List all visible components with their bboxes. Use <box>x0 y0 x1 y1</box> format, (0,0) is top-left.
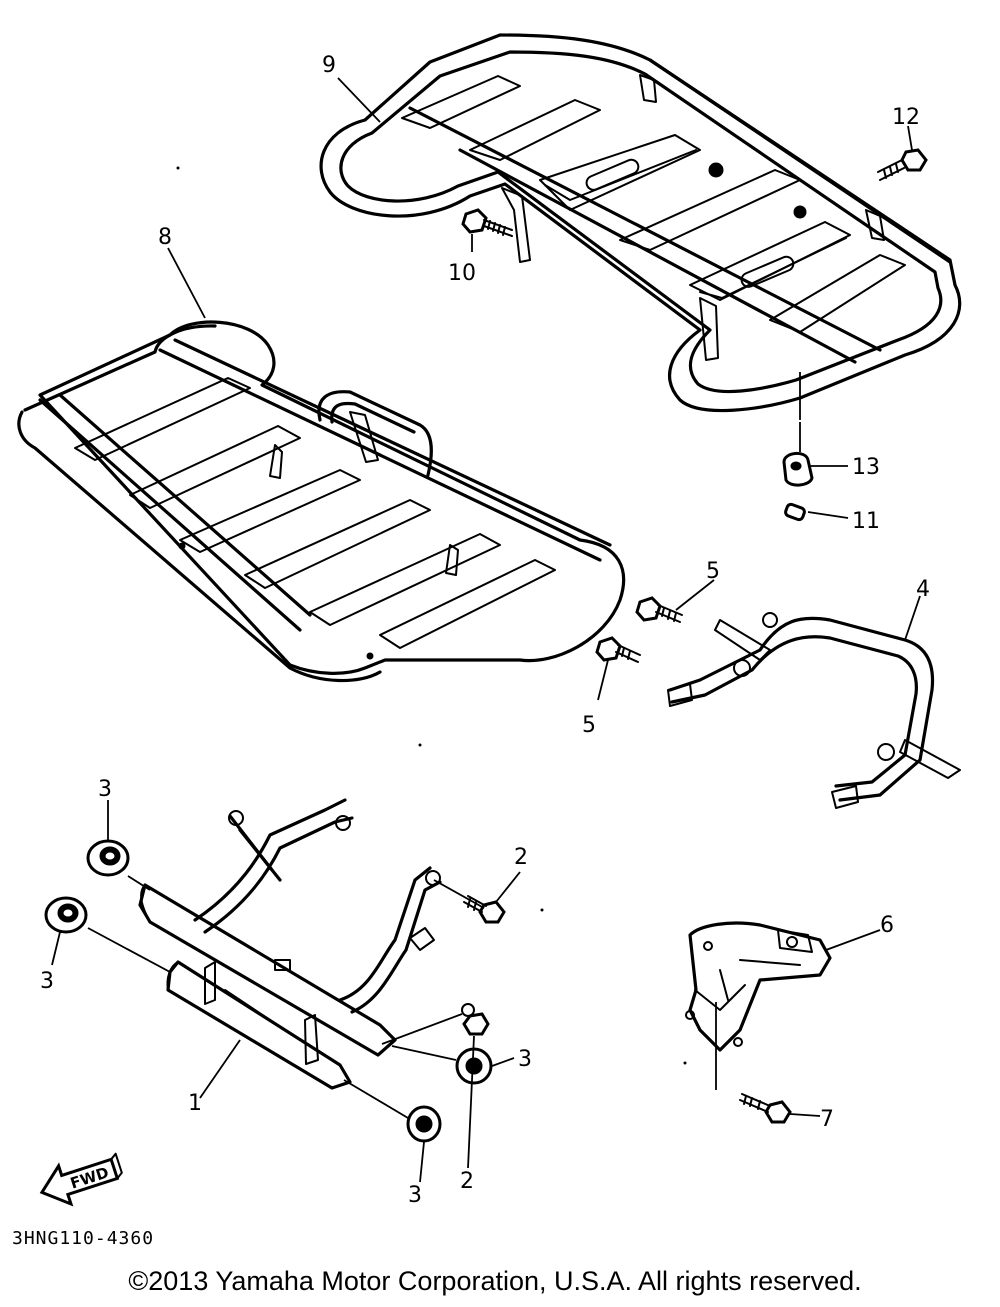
callout-3-top-left: 3 <box>98 777 112 802</box>
callout-10: 10 <box>448 261 476 286</box>
plug-3-left <box>44 896 88 934</box>
forward-direction-arrow: FWD <box>39 1152 123 1207</box>
bolt-5-upper <box>635 596 683 623</box>
front-bumper <box>138 798 442 1090</box>
callout-11: 11 <box>852 509 880 534</box>
callout-4: 4 <box>916 577 930 602</box>
plug-3-top-left <box>86 839 130 877</box>
callout-7: 7 <box>820 1107 834 1132</box>
callout-3-right: 3 <box>518 1047 532 1072</box>
callout-5-upper: 5 <box>706 559 720 584</box>
clip-13 <box>782 452 814 487</box>
callout-2-lower: 2 <box>460 1169 474 1194</box>
plug-3-bottom <box>406 1105 442 1143</box>
bolt-2-lower <box>461 1003 490 1036</box>
reference-code: 3HNG110-4360 <box>12 1228 155 1249</box>
bolt-7 <box>739 1093 792 1124</box>
front-carrier <box>17 320 626 683</box>
collar-11 <box>784 502 806 522</box>
callout-5-lower: 5 <box>582 713 596 738</box>
mount-bracket <box>685 921 832 1052</box>
guard-bar <box>667 612 961 809</box>
bolt-5-lower <box>595 636 641 663</box>
callout-3-left: 3 <box>40 969 54 994</box>
callout-1: 1 <box>188 1091 202 1116</box>
leader-lines <box>51 77 921 1183</box>
plug-3-right <box>455 1047 493 1085</box>
callout-13: 13 <box>852 455 880 480</box>
bolt-12 <box>877 148 928 181</box>
callout-8: 8 <box>158 225 172 250</box>
rear-carrier <box>319 33 962 413</box>
callout-6: 6 <box>880 913 894 938</box>
callout-9: 9 <box>322 53 336 78</box>
callout-2-upper: 2 <box>514 845 528 870</box>
callout-3-bottom: 3 <box>408 1183 422 1208</box>
bolt-10 <box>461 208 513 237</box>
callout-12: 12 <box>892 105 920 130</box>
copyright-notice: ©2013 Yamaha Motor Corporation, U.S.A. A… <box>128 1266 862 1296</box>
